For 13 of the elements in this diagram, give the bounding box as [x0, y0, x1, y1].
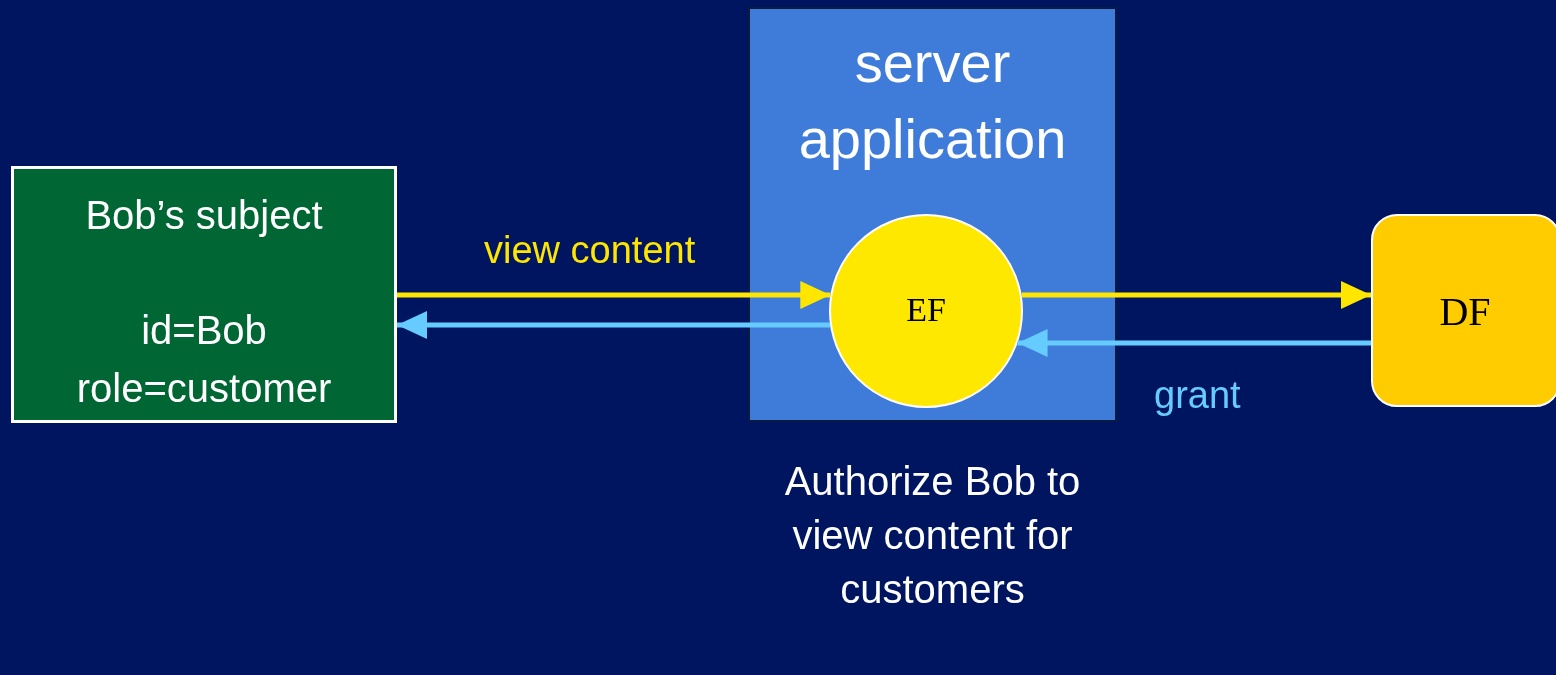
arrow	[397, 281, 831, 309]
node-text: id=Bob role=customer	[75, 307, 333, 412]
subject-box	[11, 166, 397, 423]
node-title: EF	[905, 290, 947, 330]
arrow	[1021, 281, 1371, 309]
node-caption: Authorize Bob to view content for customers	[783, 458, 1082, 613]
arrow	[397, 311, 830, 339]
node-title: server application	[797, 30, 1068, 172]
node-title: DF	[1438, 288, 1492, 336]
arrow	[1017, 329, 1371, 357]
server-box	[748, 7, 1117, 422]
node-title: Bob’s subject	[84, 192, 324, 239]
rounded-box	[1371, 214, 1556, 407]
